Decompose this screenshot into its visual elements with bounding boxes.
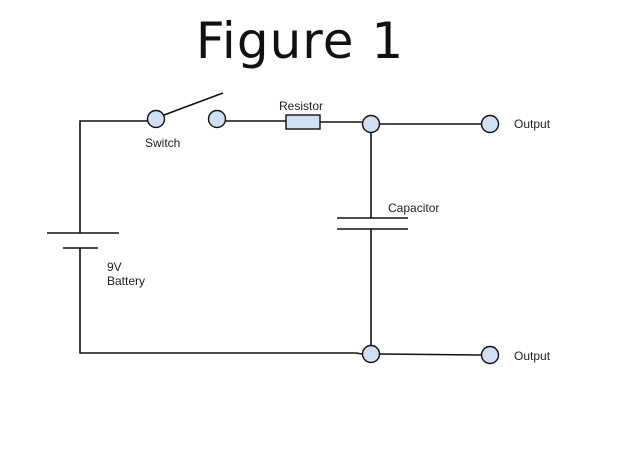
switch-terminal-right [207,109,227,129]
switch-terminal-left [146,109,166,129]
battery-label-voltage: 9V [107,260,122,274]
output-label-top: Output [514,117,551,131]
node-bottom [361,344,381,364]
resistor [285,114,321,130]
switch-label: Switch [145,136,180,150]
resistor-label: Resistor [279,99,323,113]
output-terminal-bottom [480,345,500,365]
figure-title: Figure 1 [195,12,405,70]
wire-node-output-bottom [379,353,482,356]
wire-top-left [79,120,147,233]
switch-lever [163,92,224,116]
node-top [361,114,381,134]
battery-label-name: Battery [107,274,145,288]
output-terminal-top [480,114,500,134]
capacitor-label: Capacitor [388,201,439,215]
output-label-bottom: Output [514,349,551,363]
wire-bottom [79,248,363,355]
